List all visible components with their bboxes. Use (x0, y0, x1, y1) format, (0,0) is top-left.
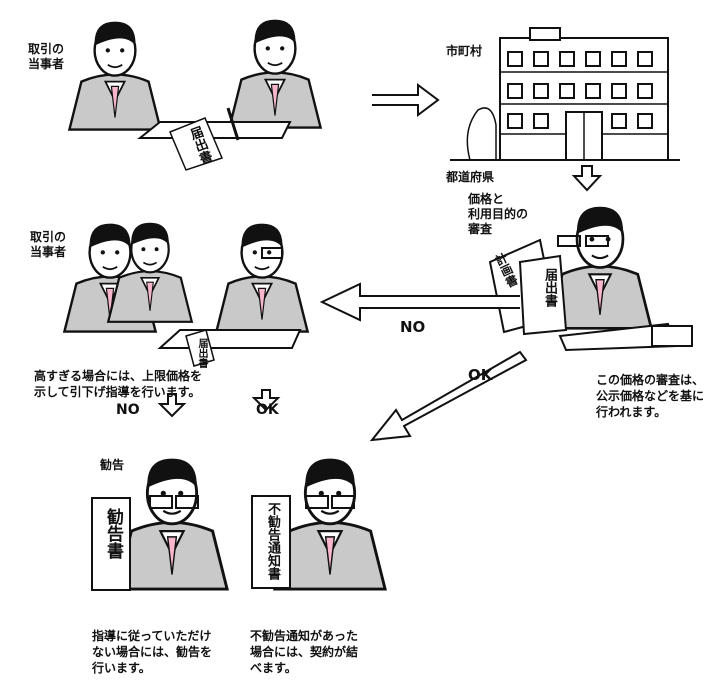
arrow-ok-small (251, 389, 281, 412)
non-recommendation-document: 不勧告通知書 (265, 502, 280, 580)
recommendation-official (91, 457, 229, 591)
review-label: 価格と 利用目的の 審査 (468, 192, 529, 236)
parties-meeting-top (68, 18, 322, 171)
recommendation-label: 勧告 (100, 458, 125, 472)
arrow-no-left (319, 282, 520, 322)
recommend-note-caption: 指導に従っていただけ ない場合には、勧告を 行います。 (92, 629, 213, 675)
no-recommend-note-caption: 不勧告通知があった 場合には、契約が結 べます。 (250, 629, 359, 675)
arrow-down (571, 165, 603, 192)
review-note-caption: この価格の審査は、 公示価格などを基に 行われます。 (596, 373, 705, 419)
non-recommendation-official (251, 457, 387, 591)
no-flow-label: NO (400, 318, 426, 336)
arrow-right (372, 83, 440, 117)
no-small-label: NO (116, 402, 140, 418)
municipality-label: 市町村 (446, 44, 483, 58)
recommendation-document: 勧告書 (103, 508, 123, 559)
ok-small-label: OK (256, 402, 279, 418)
arrow-no-small (157, 393, 187, 418)
city-hall-building (450, 27, 680, 161)
too-high-caption: 高すぎる場合には、上限価格を 示して引下げ指導を行います。 (34, 369, 203, 399)
parties-label-mid: 取引の 当事者 (30, 230, 67, 259)
parties-meeting-mid (63, 221, 309, 367)
ok-flow-label: OK (468, 366, 493, 384)
notification-document-mid: 届出書 (196, 338, 207, 368)
parties-label-top: 取引の 当事者 (28, 42, 65, 71)
notification-document-review: 届出書 (542, 268, 557, 307)
prefecture-label: 都道府県 (446, 170, 495, 184)
arrow-ok-diagonal (369, 350, 528, 442)
